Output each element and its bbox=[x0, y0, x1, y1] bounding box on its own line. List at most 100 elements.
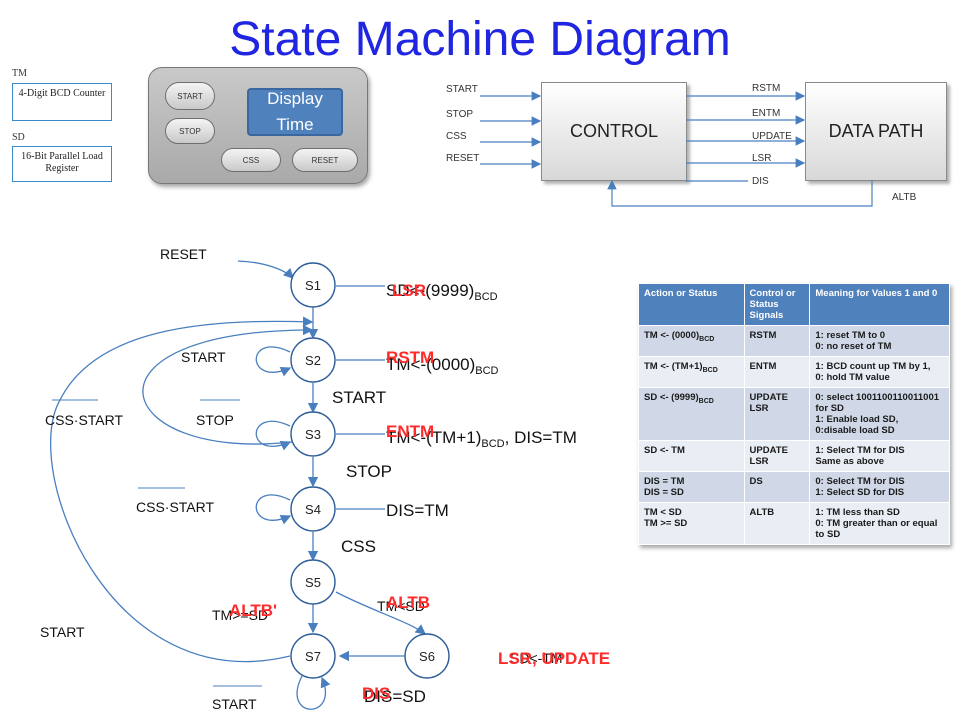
table-cell-signal: RSTM bbox=[743, 325, 811, 357]
state-label-s6: S6 bbox=[419, 649, 435, 664]
table-cell-meaning: 0: select 1001100110011001 for SD 1: Ena… bbox=[809, 387, 950, 441]
arrow-s5-s6 bbox=[335, 591, 427, 635]
table-cell-meaning: 0: Select TM for DIS 1: Select SD for DI… bbox=[809, 471, 950, 503]
table-cell-signal: UPDATE LSR bbox=[743, 440, 811, 472]
red-dis: DIS bbox=[362, 684, 390, 703]
table-cell-signal: UPDATE LSR bbox=[743, 387, 811, 441]
action-text: TM <- (0000) bbox=[644, 330, 700, 341]
table-cell-action: TM <- (0000)BCD bbox=[638, 325, 745, 357]
label-start-s2: START bbox=[181, 349, 226, 365]
table-cell-meaning: 1: Select TM for DIS Same as above bbox=[809, 440, 950, 472]
action-s3: TM<-(TM+1)BCD, DIS=TM bbox=[386, 428, 577, 450]
state-circle-s3 bbox=[290, 411, 336, 457]
stop-button[interactable]: STOP bbox=[165, 118, 215, 144]
legend-tm-label: TM bbox=[12, 68, 27, 79]
signal-stop-label: STOP bbox=[446, 109, 474, 120]
signal-altb-label: ALTB bbox=[892, 192, 917, 203]
state-label-s4: S4 bbox=[305, 502, 321, 517]
legend-tm-box: 4-Digit BCD Counter bbox=[12, 83, 112, 121]
start-button[interactable]: START bbox=[165, 82, 215, 110]
signal-rstm-label: RSTM bbox=[752, 83, 781, 94]
red-lsr-s1: LSR bbox=[392, 281, 426, 300]
signal-start-label: START bbox=[446, 84, 478, 95]
label-stop-s3-s4: STOP bbox=[346, 462, 392, 481]
state-label-s3: S3 bbox=[305, 427, 321, 442]
action-subscript: BCD bbox=[698, 397, 714, 405]
table-cell-signal: ENTM bbox=[743, 356, 811, 388]
state-circle-s2 bbox=[290, 337, 336, 383]
label-stop-s3: STOP bbox=[196, 412, 234, 428]
action-s4: DIS=TM bbox=[386, 501, 449, 520]
signal-table-wrap: Action or Status Control or Status Signa… bbox=[638, 283, 950, 545]
wire-altb bbox=[607, 179, 873, 207]
legend-sd-box: 16-Bit Parallel Load Register bbox=[12, 146, 112, 182]
table-cell-action: TM <- (TM+1)BCD bbox=[638, 356, 745, 388]
table-header: Meaning for Values 1 and 0 bbox=[809, 283, 950, 326]
table-header-row: Action or Status Control or Status Signa… bbox=[638, 283, 950, 326]
css-button[interactable]: CSS bbox=[221, 148, 281, 172]
signal-css-label: CSS bbox=[446, 131, 467, 142]
action-s6: SD<-TM bbox=[510, 650, 563, 666]
label-css-start-left: CSS·START bbox=[45, 412, 123, 428]
table-cell-meaning: 1: BCD count up TM by 1, 0: hold TM valu… bbox=[809, 356, 950, 388]
action-s7: DIS=SD bbox=[364, 687, 426, 706]
label-start-left: START bbox=[40, 624, 85, 640]
loop-s7 bbox=[296, 675, 331, 710]
action-text: TM < SD TM >= SD bbox=[644, 507, 688, 529]
control-panel: START STOP Display Time CSS RESET bbox=[148, 67, 368, 184]
state-label-s7: S7 bbox=[305, 649, 321, 664]
state-label-s1: S1 bbox=[305, 278, 321, 293]
table-cell-meaning: 1: TM less than SD 0: TM greater than or… bbox=[809, 502, 950, 545]
table-cell-signal: ALTB bbox=[743, 502, 811, 545]
label-css-s4-s5: CSS bbox=[341, 537, 376, 556]
arrow-s7-s2 bbox=[50, 316, 314, 663]
table-cell-action: DIS = TM DIS = SD bbox=[638, 471, 745, 503]
signal-entm-label: ENTM bbox=[752, 108, 781, 119]
label-css-start-s4: CSS·START bbox=[136, 499, 214, 515]
red-entm: ENTM bbox=[386, 422, 434, 441]
datapath-block: DATA PATH bbox=[805, 82, 947, 181]
table-cell-action: SD <- (9999)BCD bbox=[638, 387, 745, 441]
action-text: DIS = TM DIS = SD bbox=[644, 476, 685, 498]
table-header: Action or Status bbox=[638, 283, 745, 326]
state-circle-s6 bbox=[290, 633, 336, 679]
control-block: CONTROL bbox=[541, 82, 687, 181]
loop-s3 bbox=[255, 420, 292, 451]
loop-s2 bbox=[255, 346, 292, 377]
reset-button[interactable]: RESET bbox=[292, 148, 358, 172]
display-time: Display Time bbox=[247, 88, 343, 136]
state-circle-s1 bbox=[290, 262, 336, 308]
arrow-s3-s2 bbox=[142, 324, 314, 445]
legend-sd-label: SD bbox=[12, 132, 25, 143]
action-s1: SD<-(9999)BCD bbox=[386, 281, 498, 303]
red-rstm: RSTM bbox=[386, 348, 434, 367]
action-s2: TM<-(0000)BCD bbox=[386, 355, 499, 377]
label-s5-s6: TM<SD bbox=[377, 598, 425, 614]
signal-update-label: UPDATE bbox=[752, 131, 792, 142]
red-altb-not: ALTB' bbox=[229, 601, 277, 620]
signal-table: Action or Status Control or Status Signa… bbox=[638, 283, 950, 545]
action-subscript: BCD bbox=[699, 335, 715, 343]
arrow-reset bbox=[237, 260, 294, 279]
signal-reset-label: RESET bbox=[446, 153, 480, 164]
signal-dis-label: DIS bbox=[752, 176, 769, 187]
table-cell-meaning: 1: reset TM to 0 0: no reset of TM bbox=[809, 325, 950, 357]
label-s5-s7: TM>=SD bbox=[212, 607, 268, 623]
page-title: State Machine Diagram bbox=[229, 13, 731, 66]
label-reset: RESET bbox=[160, 246, 207, 262]
table-cell-action: TM < SD TM >= SD bbox=[638, 502, 745, 545]
red-altb: ALTB bbox=[386, 593, 430, 612]
state-circle-s5 bbox=[290, 559, 336, 605]
action-text: TM <- (TM+1) bbox=[644, 361, 703, 372]
table-header: Control or Status Signals bbox=[743, 283, 811, 326]
loop-s4 bbox=[255, 494, 292, 525]
label-start-s2-s3: START bbox=[332, 388, 386, 407]
red-lsr-update: LSR, UPDATE bbox=[498, 649, 610, 668]
